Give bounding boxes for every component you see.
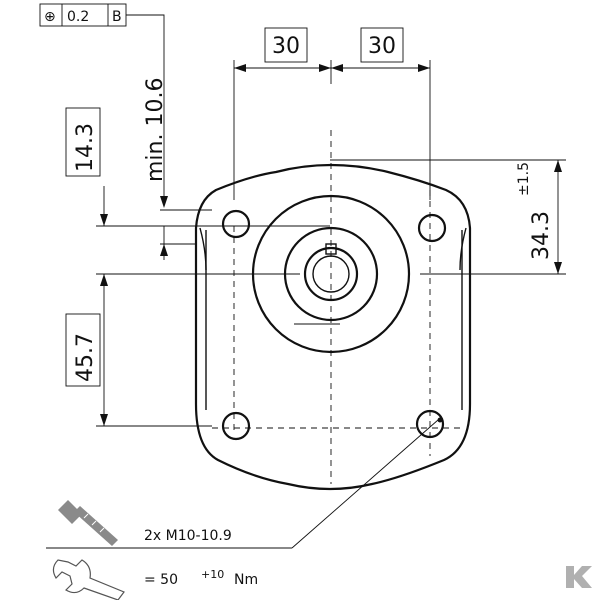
brand-logo-icon	[566, 566, 592, 588]
dim-min-offset: min. 10.6	[143, 78, 168, 182]
right-dimension: 34.3 ±1.5	[330, 159, 566, 275]
pump-flange	[194, 130, 472, 491]
bolt-hole-top-right	[417, 213, 447, 243]
tolerance-value: 0.2	[67, 9, 89, 25]
bolt-hole-bottom-right	[415, 409, 445, 439]
dim-34-3: 34.3	[529, 211, 554, 260]
wrench-icon	[52, 559, 125, 600]
bolt-spec: 2x M10-10.9	[144, 528, 232, 544]
datum-label: B	[112, 9, 122, 25]
leader-arrow	[160, 196, 168, 208]
dim-14-3: 14.3	[73, 123, 98, 172]
dim-left-30: 30	[272, 34, 300, 59]
top-dimension: 30 30	[233, 27, 431, 200]
bolt-icon	[58, 500, 118, 546]
position-tolerance-icon: ⊕	[44, 9, 56, 25]
bolt-hole-top-left	[221, 209, 251, 239]
dim-45-7: 45.7	[73, 333, 98, 382]
dim-right-30: 30	[368, 34, 396, 59]
tolerance-frame: ⊕ 0.2 B	[39, 3, 168, 208]
dim-tolerance: ±1.5	[516, 162, 532, 196]
torque-unit: Nm	[234, 572, 258, 588]
bolt-holes	[221, 209, 447, 441]
left-dimension: 14.3 45.7	[65, 107, 300, 427]
torque-value: = 50	[144, 572, 178, 588]
bolt-hole-bottom-left	[221, 411, 251, 441]
torque-tolerance: +10	[201, 568, 224, 581]
leader-line	[291, 419, 439, 549]
